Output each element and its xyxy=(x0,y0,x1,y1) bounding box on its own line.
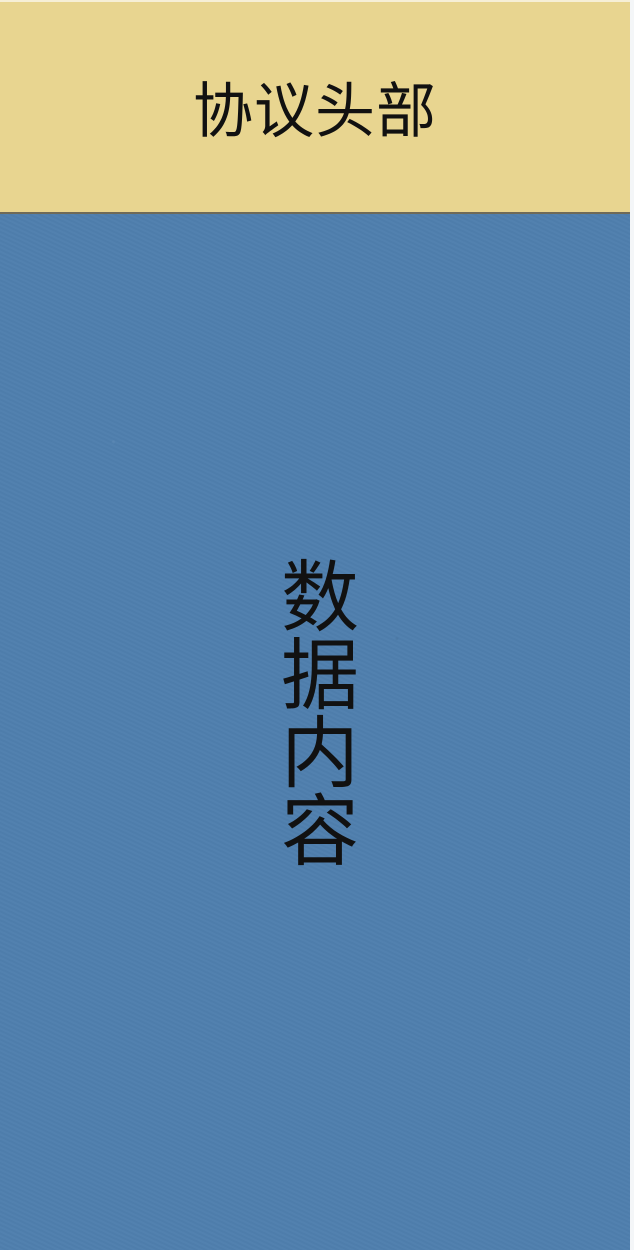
protocol-header-label: 协议头部 xyxy=(193,76,437,147)
data-content-section: 数据内容 xyxy=(0,214,630,1250)
protocol-header-section: 协议头部 xyxy=(0,0,630,214)
paper-texture xyxy=(0,214,630,1250)
data-content-label: 数据内容 xyxy=(268,556,358,868)
